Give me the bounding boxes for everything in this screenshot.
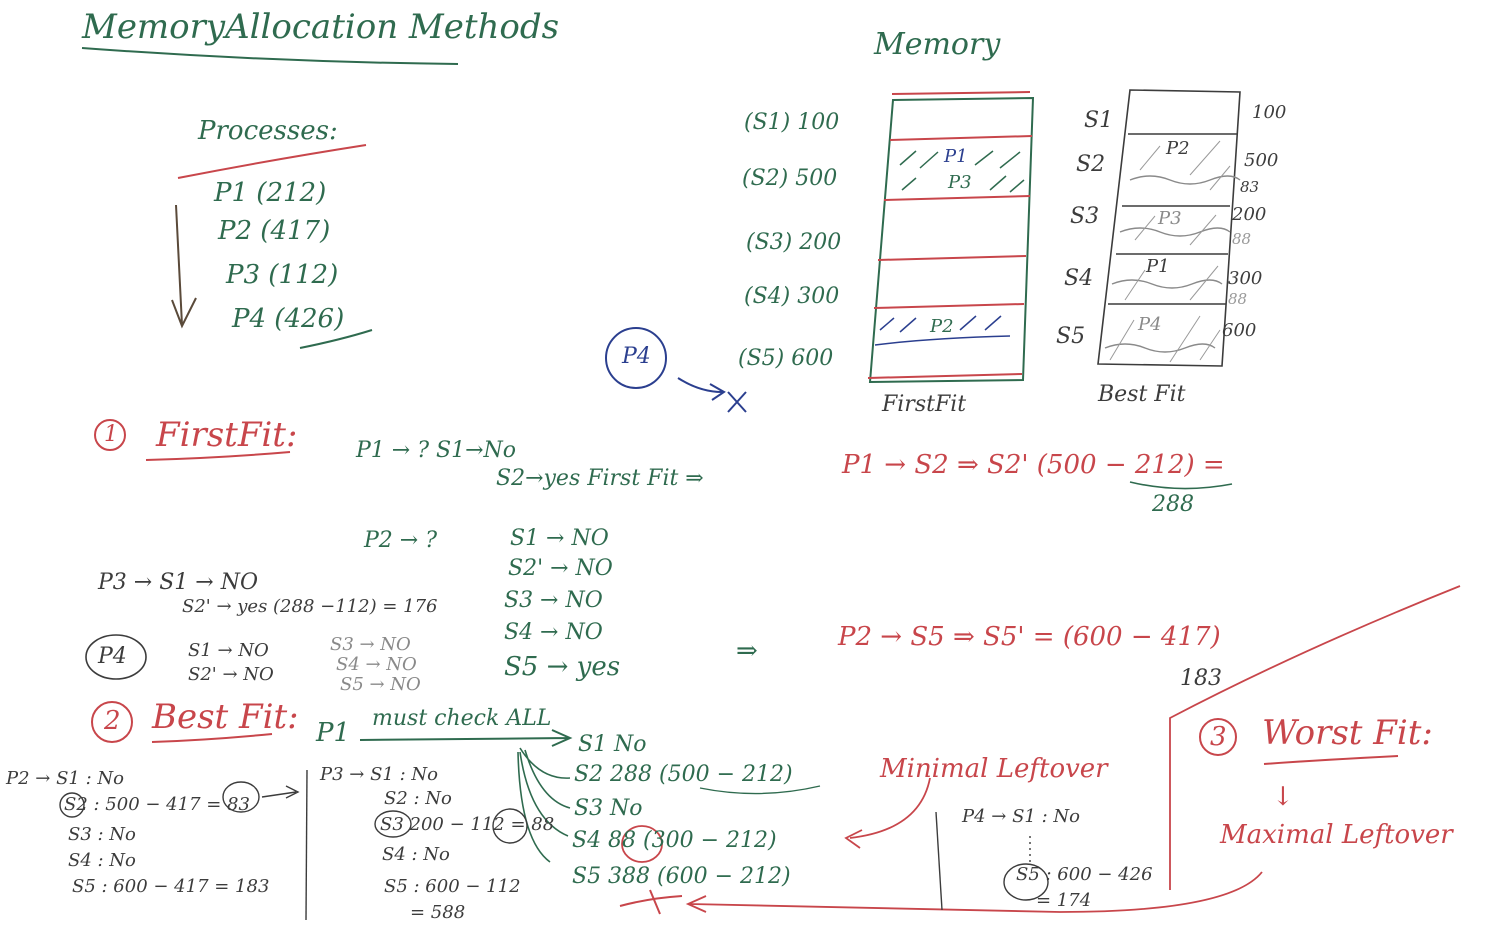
- bf-p4-work: P4 → S1 : No: [962, 806, 1080, 827]
- bf-size-label: 200: [1232, 204, 1267, 225]
- bf-check: S1 No: [578, 732, 647, 757]
- bf-block-label: P4: [1138, 314, 1162, 335]
- maximal-leftover-label: Maximal Leftover: [1220, 820, 1453, 850]
- ff-p1-leftover: 288: [1152, 492, 1194, 517]
- worst-fit-arrow: ↓: [1272, 782, 1294, 812]
- ff-p2-leftover: 183: [1180, 666, 1222, 691]
- bf-check: S4 88 (300 − 212): [572, 828, 777, 853]
- bf-slot-label: S3: [1070, 204, 1100, 229]
- ff-block-label: P1: [944, 146, 968, 167]
- ff-p2-check: S1 → NO: [510, 526, 609, 551]
- ff-slot-label: (S2) 500: [742, 166, 838, 191]
- first-fit-heading: FirstFit:: [156, 415, 298, 455]
- bf-check: S5 388 (600 − 212): [572, 864, 791, 889]
- ff-p2-check: S4 → NO: [504, 620, 603, 645]
- bf-p1-label: P1: [316, 718, 351, 748]
- bf-must-check: must check ALL: [372, 706, 552, 731]
- ff-slot-label: (S4) 300: [744, 284, 840, 309]
- bf-leftover-label: 88: [1228, 290, 1248, 308]
- ff-p1-line: P1 → ? S1→No: [356, 438, 517, 463]
- process-item: P2 (417): [218, 216, 331, 246]
- ff-caption: FirstFit: [882, 392, 967, 417]
- bf-slot-label: S1: [1084, 108, 1114, 133]
- bf-size-label: 100: [1252, 102, 1287, 123]
- bf-size-label: 600: [1222, 320, 1257, 341]
- bf-p3-work: S3 200 − 112 = 88: [380, 814, 555, 835]
- ff-p2-arrow: ⇒: [736, 636, 758, 666]
- bf-block-label: P3: [1158, 208, 1182, 229]
- ff-p2-check: S5 → yes: [504, 652, 621, 682]
- first-fit-memory-column: [867, 91, 1035, 384]
- ff-p1-result: P1 → S2 ⇒ S2' (500 − 212) =: [842, 450, 1225, 480]
- bf-p3-work: = 588: [410, 902, 466, 923]
- bf-p4-work: = 174: [1036, 890, 1092, 911]
- bf-caption: Best Fit: [1098, 382, 1186, 407]
- ff-p2-head: P2 → ?: [364, 528, 438, 553]
- bf-p3-work: S2 : No: [384, 788, 452, 809]
- bf-p4-work: S5 : 600 − 426: [1016, 864, 1153, 885]
- ff-p2-result: P2 → S5 ⇒ S5' = (600 − 417): [838, 622, 1221, 652]
- ff-p2-check: S2' → NO: [508, 556, 613, 581]
- bf-check: S2 288 (500 − 212): [574, 762, 793, 787]
- bf-p3-work: P3 → S1 : No: [320, 764, 438, 785]
- ff-p3-line: P3 → S1 → NO: [98, 570, 258, 595]
- bf-p3-work: S4 : No: [382, 844, 450, 865]
- ff-p1-line2: S2→yes First Fit ⇒: [496, 466, 704, 491]
- ff-p4-check: S5 → NO: [340, 674, 421, 695]
- ff-p4-check: S4 → NO: [336, 654, 417, 675]
- minimal-leftover-label: Minimal Leftover: [880, 754, 1108, 784]
- worst-fit-heading: Worst Fit:: [1262, 713, 1433, 753]
- bf-leftover-label: 83: [1240, 178, 1260, 196]
- ff-p4-check: S2' → NO: [188, 664, 274, 685]
- bf-p2-work: S4 : No: [68, 850, 136, 871]
- page-title: MemoryAllocation Methods: [82, 7, 560, 47]
- bf-p3-work: S5 : 600 − 112: [384, 876, 521, 897]
- processes-heading: Processes:: [198, 116, 338, 146]
- process-item: P3 (112): [226, 260, 339, 290]
- ff-p4-check: S1 → NO: [188, 640, 269, 661]
- bf-size-label: 300: [1228, 268, 1263, 289]
- ff-p4-check: S3 → NO: [330, 634, 411, 655]
- memory-title: Memory: [874, 27, 1001, 62]
- section-number: 2: [104, 706, 121, 736]
- ff-slot-label: (S3) 200: [746, 230, 842, 255]
- bf-leftover-label: 88: [1232, 230, 1252, 248]
- section-number: 3: [1210, 722, 1227, 752]
- bf-slot-label: S2: [1076, 152, 1106, 177]
- bf-p2-work: S3 : No: [68, 824, 136, 845]
- ff-p2-check: S3 → NO: [504, 588, 603, 613]
- p4-bubble-label: P4: [622, 344, 651, 369]
- ff-slot-label: (S1) 100: [744, 110, 840, 135]
- bf-slot-label: S4: [1064, 266, 1094, 291]
- process-item: P4 (426): [232, 304, 345, 334]
- bf-slot-label: S5: [1056, 324, 1086, 349]
- section-number: 1: [104, 422, 118, 447]
- best-fit-heading: Best Fit:: [152, 697, 299, 737]
- bf-block-label: P2: [1166, 138, 1190, 159]
- best-fit-memory-column: [1097, 89, 1241, 367]
- bf-size-label: 500: [1244, 150, 1279, 171]
- bf-check: S3 No: [574, 796, 643, 821]
- bf-block-label: P1: [1146, 256, 1170, 277]
- bf-p2-work: S5 : 600 − 417 = 183: [72, 876, 270, 897]
- ff-slot-label: (S5) 600: [738, 346, 834, 371]
- ff-p4-label: P4: [98, 644, 127, 669]
- ff-block-label: P3: [948, 172, 972, 193]
- process-item: P1 (212): [214, 178, 327, 208]
- ff-p3-line: S2' → yes (288 −112) = 176: [182, 596, 438, 617]
- bf-p2-work: P2 → S1 : No: [6, 768, 124, 789]
- bf-p2-work: S2 : 500 − 417 = 83: [64, 794, 250, 815]
- ff-block-label: P2: [930, 316, 954, 337]
